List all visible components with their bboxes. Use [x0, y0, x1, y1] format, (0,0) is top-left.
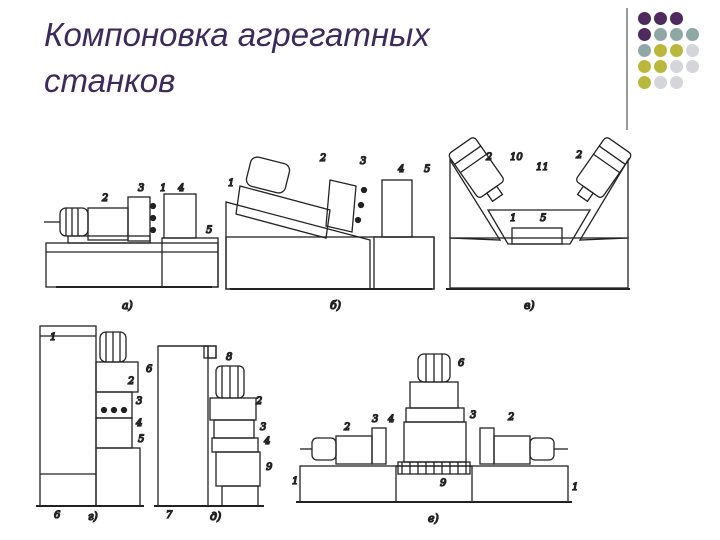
diagram-g [36, 325, 144, 507]
diagram-v-right-head [576, 137, 632, 203]
decor-dot [638, 76, 651, 89]
diagram-v [446, 137, 632, 290]
svg-text:1: 1 [292, 476, 298, 487]
svg-text:2: 2 [507, 412, 514, 423]
diagram-v-fixture [486, 209, 592, 245]
decor-dot [670, 44, 683, 57]
decor-dot [670, 12, 683, 25]
decor-dot [670, 28, 683, 41]
diagram-v-base [449, 237, 629, 289]
diagram-v-left-head [448, 137, 504, 203]
svg-text:10: 10 [510, 152, 523, 163]
svg-text:3: 3 [470, 410, 476, 421]
diagram-e-head [409, 381, 459, 409]
svg-text:1: 1 [572, 482, 578, 493]
svg-text:2: 2 [319, 153, 326, 164]
svg-text:2: 2 [485, 152, 492, 163]
decor-dot [670, 60, 683, 73]
decor-dot [686, 28, 699, 41]
svg-text:3: 3 [260, 422, 266, 433]
svg-text:9: 9 [440, 478, 447, 489]
diagram-b [225, 156, 435, 290]
slide-title-line-1: Компоновка агрегатных [44, 16, 430, 53]
decor-dot [654, 28, 667, 41]
diagram-b-motor [245, 156, 291, 194]
svg-text:4: 4 [387, 414, 394, 425]
diagram-g-column [39, 325, 97, 507]
svg-text:4: 4 [263, 436, 270, 447]
svg-text:4: 4 [135, 418, 142, 429]
svg-text:5: 5 [540, 213, 546, 224]
svg-text:5: 5 [138, 434, 144, 445]
decor-dot [654, 76, 667, 89]
diagram-b-column [381, 179, 413, 238]
svg-text:1: 1 [228, 178, 234, 189]
decor-dot [638, 60, 651, 73]
svg-text:5: 5 [424, 164, 430, 175]
svg-text:3: 3 [360, 156, 366, 167]
decor-dot [654, 44, 667, 57]
diagram-b-head [235, 185, 331, 239]
svg-text:2: 2 [575, 150, 582, 161]
diagram-b-inclined-bed [225, 201, 371, 290]
slide-title-line-2: станков [44, 62, 176, 99]
diagram-d-table [215, 451, 261, 487]
svg-text:1: 1 [510, 213, 516, 224]
diagram-a-head [87, 207, 129, 241]
svg-text:д): д) [210, 510, 221, 523]
decor-dot [638, 44, 651, 57]
decor-dot-grid [638, 12, 718, 118]
decor-dot [654, 12, 667, 25]
svg-text:а): а) [122, 299, 133, 312]
svg-text:8: 8 [226, 352, 232, 363]
svg-text:11: 11 [536, 162, 549, 173]
decor-dot [670, 76, 683, 89]
diagram-a [44, 193, 219, 288]
diagram-e [296, 353, 572, 503]
svg-text:2: 2 [127, 376, 134, 387]
svg-text:6: 6 [146, 364, 153, 375]
decor-dot [654, 60, 667, 73]
diagram-a-motor [59, 207, 89, 237]
slide-title: Компоновка агрегатных станков [44, 12, 604, 104]
diagram-a-column [163, 193, 197, 239]
svg-text:3: 3 [372, 414, 378, 425]
svg-text:6: 6 [54, 510, 61, 521]
svg-text:7: 7 [166, 510, 173, 521]
decor-dot [686, 44, 699, 57]
decor-dot [638, 28, 651, 41]
svg-text:4: 4 [177, 183, 184, 194]
diagram-b-base [225, 236, 435, 290]
svg-text:б): б) [330, 299, 341, 312]
diagram-d-column [157, 345, 209, 507]
svg-text:в): в) [524, 299, 535, 312]
svg-text:2: 2 [343, 422, 350, 433]
svg-text:2: 2 [255, 396, 262, 407]
svg-text:9: 9 [266, 462, 273, 473]
svg-text:е): е) [428, 512, 439, 525]
diagram-d [154, 345, 264, 507]
decor-dot [686, 60, 699, 73]
svg-text:1: 1 [160, 183, 166, 194]
decor-dot [638, 12, 651, 25]
svg-text:3: 3 [138, 183, 144, 194]
decor-divider [626, 8, 628, 130]
svg-text:г): г) [88, 510, 98, 523]
svg-text:2: 2 [101, 193, 108, 204]
svg-text:4: 4 [397, 164, 404, 175]
diagram-a-base [45, 242, 219, 288]
svg-text:6: 6 [458, 358, 465, 369]
svg-text:1: 1 [50, 332, 56, 343]
svg-text:3: 3 [136, 396, 142, 407]
svg-text:5: 5 [206, 225, 212, 236]
